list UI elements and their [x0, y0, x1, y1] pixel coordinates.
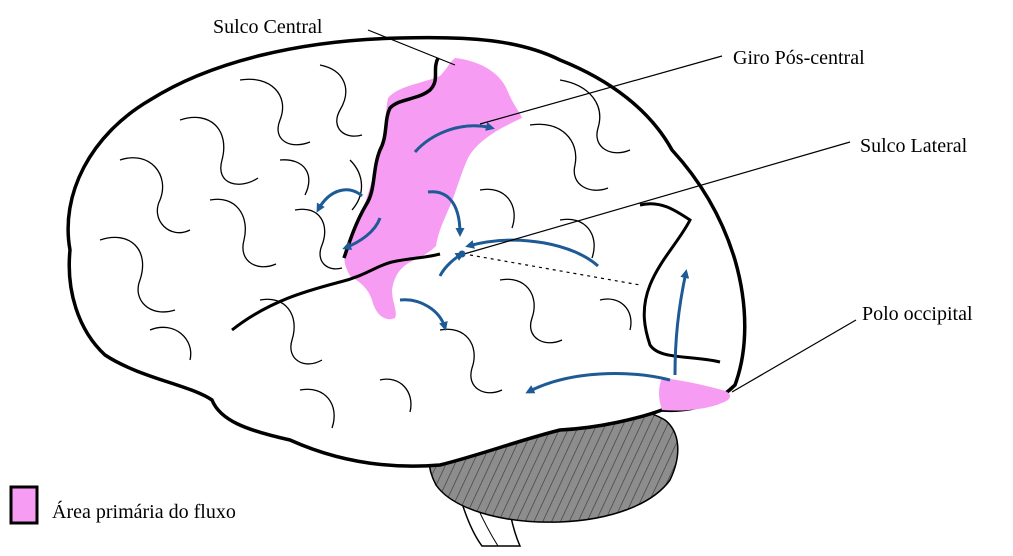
legend-swatch: [11, 487, 37, 523]
label-postcentral-gyrus: Giro Pós-central: [733, 47, 865, 69]
pointer-occipital-pole: [732, 320, 856, 392]
lateral-sulcus-dot: [459, 251, 466, 258]
label-central-sulcus: Sulco Central: [213, 16, 323, 38]
legend-label: Área primária do fluxo: [52, 500, 236, 523]
label-occipital-pole: Polo occipital: [862, 303, 973, 325]
label-lateral-sulcus: Sulco Lateral: [860, 135, 968, 157]
